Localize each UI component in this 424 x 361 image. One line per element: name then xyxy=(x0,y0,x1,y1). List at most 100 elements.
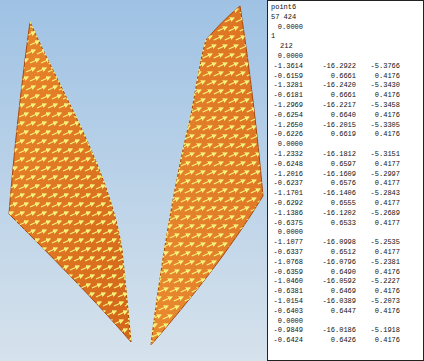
normal-arrow xyxy=(203,0,212,4)
table-cell: -0.6292 xyxy=(274,199,303,208)
normal-arrow xyxy=(15,158,24,162)
normal-arrow xyxy=(96,77,105,81)
normal-arrow xyxy=(81,140,90,144)
normal-arrow xyxy=(81,266,90,270)
normal-arrow xyxy=(163,189,172,193)
normal-arrow xyxy=(15,50,24,54)
table-cell: -0.6226 xyxy=(274,130,303,139)
normal-arrow xyxy=(214,162,223,166)
normal-arrow xyxy=(229,207,238,211)
normal-arrow xyxy=(26,68,35,72)
normal-arrow xyxy=(181,180,190,184)
normal-arrow xyxy=(96,311,105,315)
normal-arrow xyxy=(92,140,101,144)
normal-arrow xyxy=(70,122,79,126)
normal-arrow xyxy=(30,311,39,315)
normal-arrow xyxy=(159,216,168,220)
normal-arrow xyxy=(203,198,212,202)
normal-arrow xyxy=(81,32,90,36)
normal-arrow xyxy=(63,113,72,117)
normal-arrow xyxy=(19,149,28,153)
normal-arrow xyxy=(4,32,13,36)
normal-arrow xyxy=(85,257,94,261)
normal-arrow xyxy=(258,126,267,130)
normal-arrow xyxy=(152,333,161,337)
table-cell: -5.3430 xyxy=(371,81,400,90)
normal-arrow xyxy=(247,216,256,220)
normal-arrow xyxy=(4,104,13,108)
normal-arrow xyxy=(170,108,179,112)
normal-arrow xyxy=(163,297,172,301)
normal-arrow xyxy=(96,113,105,117)
normal-arrow xyxy=(181,144,190,148)
normal-arrow xyxy=(170,234,179,238)
normal-arrow xyxy=(74,275,83,279)
normal-arrow xyxy=(247,342,256,346)
table-cell: 0.4176 xyxy=(375,287,400,296)
normal-arrow xyxy=(15,104,24,108)
normal-arrow xyxy=(52,131,61,135)
normal-arrow xyxy=(152,63,161,67)
normal-arrow xyxy=(63,221,72,225)
normal-arrow xyxy=(4,212,13,216)
normal-arrow xyxy=(19,95,28,99)
normal-arrow xyxy=(251,81,260,85)
normal-arrow xyxy=(81,158,90,162)
normal-arrow xyxy=(236,0,245,4)
normal-arrow xyxy=(236,342,245,346)
table-cell: 0.6533 xyxy=(331,219,356,228)
normal-arrow xyxy=(15,122,24,126)
table-cell: 0.6619 xyxy=(331,130,356,139)
normal-arrow xyxy=(37,320,46,324)
normal-arrow xyxy=(196,117,205,121)
normal-arrow xyxy=(107,311,116,315)
normal-arrow xyxy=(258,18,267,22)
normal-arrow xyxy=(37,302,46,306)
normal-arrow xyxy=(48,32,57,36)
table-cell: 0.0000 xyxy=(278,228,303,237)
normal-arrow xyxy=(74,293,83,297)
table-cell: -16.0186 xyxy=(322,326,356,335)
normal-arrow xyxy=(81,86,90,90)
normal-arrow xyxy=(258,342,267,346)
normal-arrow xyxy=(19,185,28,189)
normal-arrow xyxy=(185,315,194,319)
normal-arrow xyxy=(48,86,57,90)
normal-arrow xyxy=(48,284,57,288)
normal-arrow xyxy=(8,275,17,279)
normal-arrow xyxy=(8,149,17,153)
table-cell: 0.6512 xyxy=(331,248,356,257)
normal-arrow xyxy=(114,320,123,324)
normal-arrow xyxy=(218,45,227,49)
table-cell: 0.0000 xyxy=(278,23,303,32)
normal-arrow xyxy=(41,167,50,171)
normal-arrow xyxy=(181,198,190,202)
normal-arrow xyxy=(225,54,234,58)
normal-arrow xyxy=(148,234,157,238)
normal-arrow xyxy=(41,311,50,315)
normal-arrow xyxy=(258,216,267,220)
normal-arrow xyxy=(159,324,168,328)
normal-arrow xyxy=(92,14,101,18)
normal-arrow xyxy=(74,221,83,225)
normal-arrow xyxy=(152,45,161,49)
normal-arrow xyxy=(74,95,83,99)
normal-arrow xyxy=(103,266,112,270)
normal-arrow xyxy=(103,176,112,180)
normal-arrow xyxy=(15,230,24,234)
normal-arrow xyxy=(4,122,13,126)
normal-arrow xyxy=(181,342,190,346)
normal-arrow xyxy=(258,234,267,238)
table-cell: -1.3281 xyxy=(274,81,303,90)
normal-arrow xyxy=(170,162,179,166)
normal-arrow xyxy=(92,266,101,270)
table-cell: 0.4176 xyxy=(375,72,400,81)
normal-arrow xyxy=(37,338,46,342)
normal-arrow xyxy=(96,41,105,45)
table-cell: -16.0998 xyxy=(322,238,356,247)
normal-arrow xyxy=(41,257,50,261)
normal-arrow xyxy=(15,68,24,72)
table-cell: -16.2922 xyxy=(322,62,356,71)
normal-arrow xyxy=(96,23,105,27)
normal-arrow xyxy=(192,0,201,4)
